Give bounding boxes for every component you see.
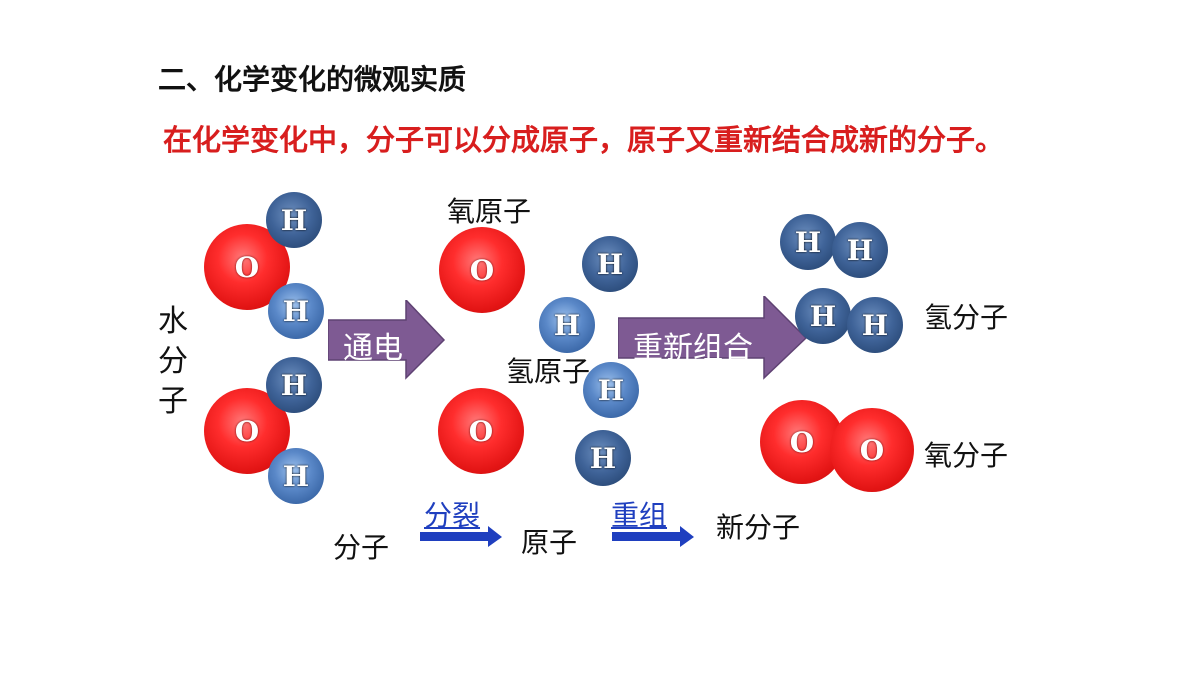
hydrogen-molecule-1-atom-2: H <box>832 222 888 278</box>
recombine-arrow <box>618 296 808 380</box>
flow-regroup-arrow <box>612 526 694 547</box>
flow-split-arrow <box>420 526 502 547</box>
water-hydrogen-atom-3: H <box>266 357 322 413</box>
oxygen-molecule-atom-2: O <box>830 408 914 492</box>
free-hydrogen-atom-3: H <box>583 362 639 418</box>
oxygen-atom-label: 氧原子 <box>447 195 532 228</box>
electrolysis-label: 通电 <box>343 331 403 366</box>
hydrogen-molecule-label: 氢分子 <box>924 301 1009 334</box>
flow-molecule-text: 分子 <box>333 531 390 564</box>
hydrogen-atom-label: 氢原子 <box>506 355 591 388</box>
free-oxygen-atom-2: O <box>438 388 524 474</box>
flow-split-text: 分裂 <box>424 499 481 532</box>
oxygen-molecule-label: 氧分子 <box>924 439 1009 472</box>
recombine-label: 重新组合 <box>633 331 753 366</box>
water-hydrogen-atom-1: H <box>266 192 322 248</box>
hydrogen-molecule-1-atom-1: H <box>780 214 836 270</box>
water-molecule-label: 水分子 <box>158 304 188 419</box>
water-hydrogen-atom-4: H <box>268 448 324 504</box>
hydrogen-molecule-2-atom-2: H <box>847 297 903 353</box>
page-title: 二、化学变化的微观实质 <box>158 63 467 96</box>
free-hydrogen-atom-4: H <box>575 430 631 486</box>
water-hydrogen-atom-2: H <box>268 283 324 339</box>
summary-statement: 在化学变化中，分子可以分成原子，原子又重新结合成新的分子。 <box>163 123 1005 157</box>
hydrogen-molecule-2-atom-1: H <box>795 288 851 344</box>
free-oxygen-atom-1: O <box>439 227 525 313</box>
flow-new-molecule-text: 新分子 <box>716 511 801 544</box>
free-hydrogen-atom-2: H <box>539 297 595 353</box>
free-hydrogen-atom-1: H <box>582 236 638 292</box>
flow-regroup-text: 重组 <box>611 499 668 532</box>
electrolysis-arrow <box>328 300 446 380</box>
flow-atom-text: 原子 <box>521 526 578 559</box>
